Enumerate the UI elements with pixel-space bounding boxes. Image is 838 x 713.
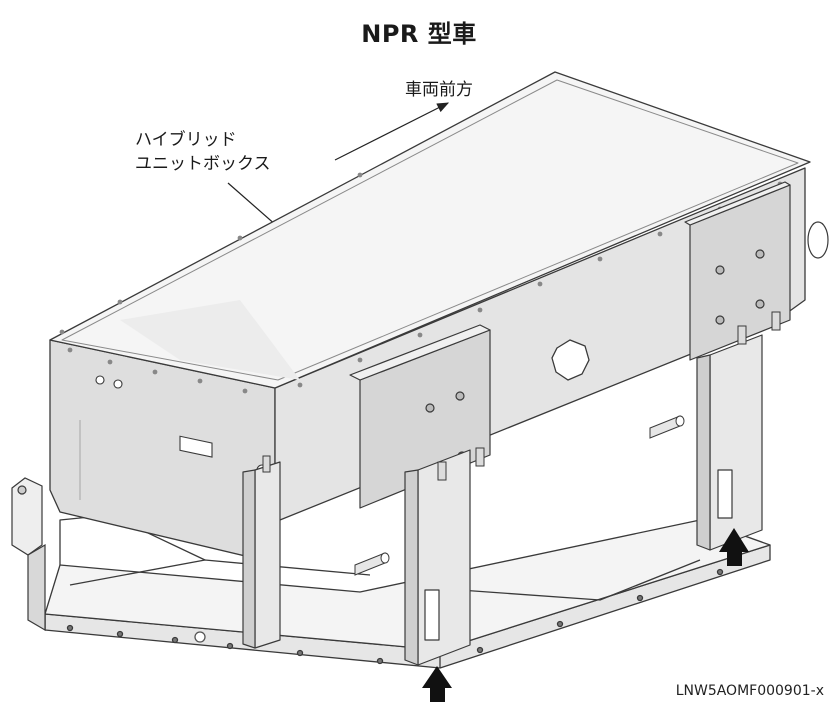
unit-box-label-line1: ハイブリッド	[135, 130, 237, 150]
support-posts	[242, 334, 763, 666]
vehicle-front-label: 車両前方	[405, 80, 473, 100]
lift-arrows	[422, 528, 749, 702]
left-bracket	[11, 477, 46, 632]
figure-code: LNW5AOMF000901-x	[675, 683, 824, 699]
mount-studs	[262, 311, 781, 481]
unit-box-label-line2: ユニットボックス	[135, 154, 271, 174]
access-port	[551, 339, 590, 381]
mount-bracket-right	[684, 181, 829, 361]
diagram-title: NPR 型車	[361, 20, 477, 48]
pins	[354, 415, 685, 576]
vehicle-front-arrow	[334, 102, 450, 161]
